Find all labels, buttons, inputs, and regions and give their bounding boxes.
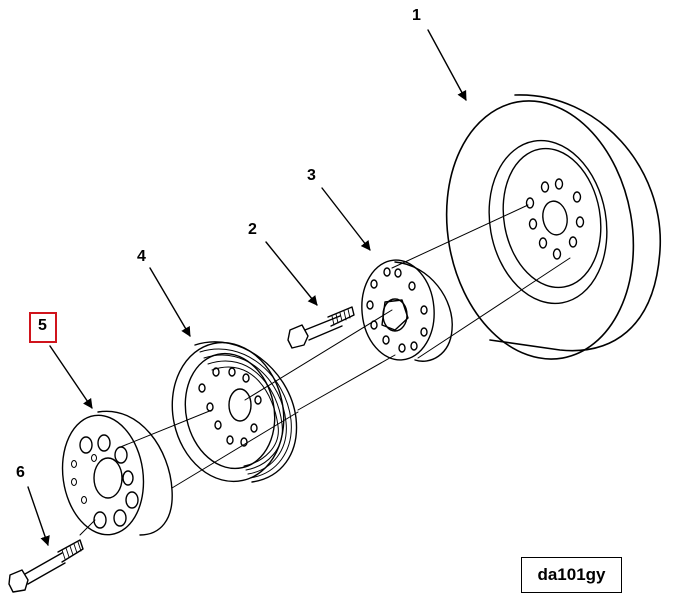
part-4-pulley (171, 341, 298, 483)
callout-6: 6 (16, 464, 25, 481)
callout-5: 5 (38, 317, 47, 334)
leader-arrow-1 (427, 29, 467, 101)
leader-arrow-5 (49, 345, 93, 409)
part-3-adapter (361, 259, 453, 362)
part-2-cap-screw (287, 306, 355, 349)
damper-bolt-holes (525, 178, 585, 260)
callout-5-highlight (29, 312, 57, 343)
leader-arrow-3 (321, 187, 371, 251)
part-5-spacer (61, 410, 173, 536)
leader-arrows (27, 29, 467, 546)
callout-1: 1 (412, 7, 421, 24)
callout-4: 4 (137, 248, 146, 265)
part-6-cap-screw (8, 539, 84, 593)
leader-arrow-2 (265, 241, 318, 306)
callout-3: 3 (307, 167, 316, 184)
part-1-damper-disc (445, 94, 661, 360)
figure-id-label: da101gy (521, 557, 622, 593)
leader-arrow-6 (27, 486, 50, 546)
leader-arrow-4 (149, 267, 191, 337)
callout-2: 2 (248, 221, 257, 238)
